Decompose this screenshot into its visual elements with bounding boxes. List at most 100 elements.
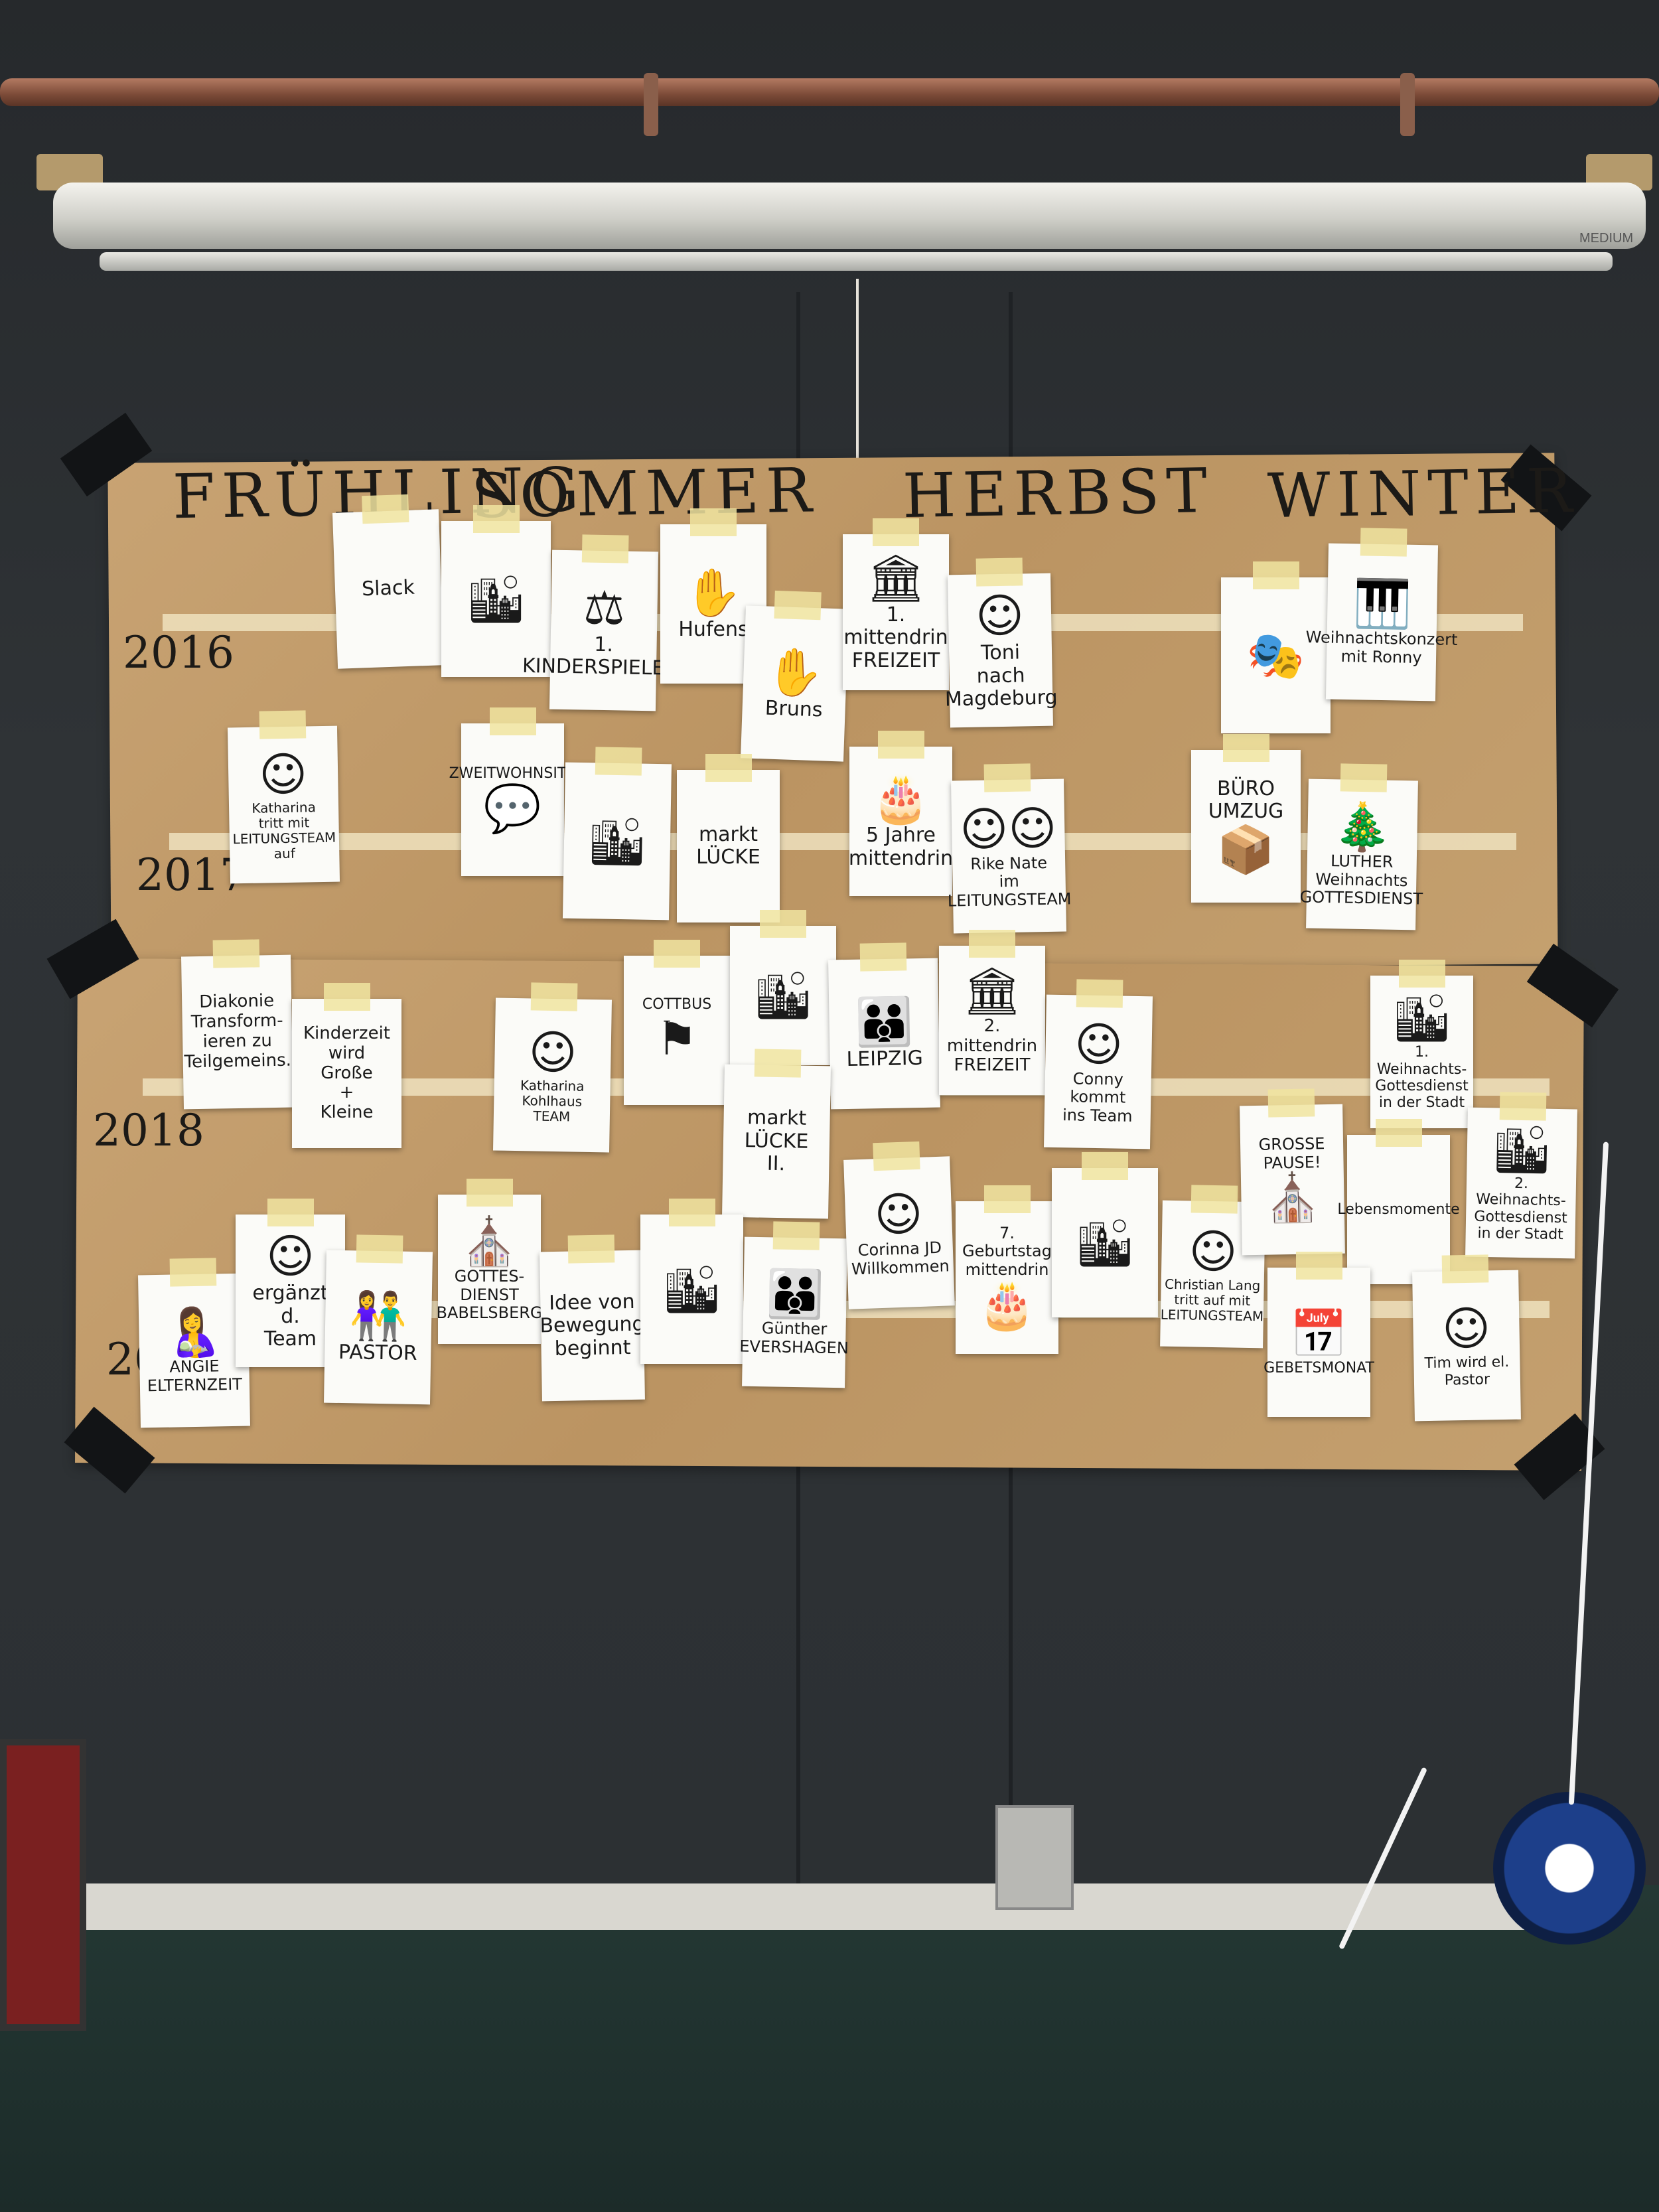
note-text: 1. Weihnachts- Gottesdienst in der Stadt <box>1375 1044 1469 1112</box>
flag-icon: ⚑ <box>656 1011 698 1067</box>
note-text: 7. Geburtstag mittendrin <box>962 1223 1052 1279</box>
baseboard <box>73 1883 1599 1930</box>
note-text: Hufens <box>678 617 749 641</box>
note-babelsberg: ⛪GOTTES- DIENST BABELSBERG <box>436 1179 543 1344</box>
calendar-icon: 📅 <box>1289 1306 1348 1361</box>
floor <box>0 1885 1659 2212</box>
note-text: Slack <box>361 575 415 601</box>
note-summer-city: 🏙 <box>441 505 551 677</box>
pipe-clamp <box>644 73 658 136</box>
building-icon: 🏛 <box>962 963 1022 1018</box>
note-angie: 🤱ANGIE ELTERNZEIT <box>138 1258 250 1428</box>
note-text: Katharina Kohlhaus TEAM <box>520 1076 585 1124</box>
two-faces-icon: ☺☺ <box>959 800 1057 857</box>
note-text: 2. Weihnachts- Gottesdienst in der Stadt <box>1474 1175 1568 1243</box>
note-luther: 🎄LUTHER Weihnachts GOTTESDIENST <box>1299 763 1423 930</box>
note-freizeit-1: 🏛1. mittendrin FREIZEIT <box>843 518 949 690</box>
note-leipzig: 👪LEIPZIG <box>828 942 940 1110</box>
cake-icon: 🎂 <box>977 1278 1037 1333</box>
note-text: GROSSE PAUSE! <box>1258 1134 1325 1173</box>
note-city-2018: 🏙 <box>730 910 836 1065</box>
note-text: Christian Lang tritt auf mit LEITUNGSTEA… <box>1160 1276 1264 1324</box>
note-text: Diakonie Transform- ieren zu Teilgemeins… <box>184 991 292 1072</box>
speech-bubble-icon: 💬 <box>483 780 542 836</box>
city-doodle-icon: 🏙 <box>587 813 648 869</box>
note-text: ZWEITWOHNSITZ <box>449 765 577 782</box>
season-winter: WINTER <box>1267 455 1580 532</box>
copper-pipe <box>0 78 1659 106</box>
note-gebetsmonat: 📅GEBETSMONAT <box>1263 1252 1374 1417</box>
red-chair <box>0 1739 86 2031</box>
hand-icon: ✋ <box>684 565 743 620</box>
note-weihnachtskonzert: 🎹Weihnachtskonzert mit Ronny <box>1305 528 1458 701</box>
person-icon: ☺ <box>258 746 308 802</box>
city-doodle-icon: 🏙 <box>753 968 813 1023</box>
year-2016: 2016 <box>123 627 234 678</box>
note-text: markt LÜCKE II. <box>744 1106 809 1176</box>
cake-icon: 🎂 <box>871 771 930 826</box>
note-text: ergänzt d. Team <box>252 1282 328 1351</box>
note-city-summer: 🏙 <box>1052 1152 1158 1317</box>
projector-screen-case <box>53 183 1646 249</box>
note-text: Katharina tritt mit LEITUNGSTEAM auf <box>232 798 336 861</box>
note-corinna: ☺Corinna JD Willkommen <box>843 1141 955 1309</box>
city-doodle-icon: 🏙 <box>1075 1215 1135 1270</box>
note-toni: ☺Toni nach Magdeburg <box>945 557 1058 728</box>
note-slack: Slack <box>332 494 445 669</box>
note-geburtstag: 7. Geburtstag mittendrin🎂 <box>956 1185 1058 1354</box>
city-doodle-icon: 🏙 <box>467 571 526 627</box>
note-text: markt LÜCKE <box>696 822 760 869</box>
note-text: GEBETSMONAT <box>1263 1359 1374 1376</box>
note-city-2019: 🏙 <box>640 1199 743 1364</box>
note-conny: ☺Conny kommt ins Team <box>1044 979 1153 1149</box>
note-text: 5 Jahre mittendrin <box>848 824 954 870</box>
pipe-clamp <box>1400 73 1415 136</box>
projector-screen-bar <box>100 252 1613 271</box>
note-5-jahre: 🎂5 Jahre mittendrin <box>848 731 954 896</box>
note-marktlucke-2: markt LÜCKE II. <box>722 1049 831 1219</box>
note-pause: GROSSE PAUSE!⛪ <box>1240 1088 1345 1256</box>
note-rike-nate: ☺☺Rike Nate im LEITUNGSTEAM <box>948 763 1072 934</box>
note-text: PASTOR <box>338 1340 417 1365</box>
note-lebensmomente: Lebensmomente <box>1337 1119 1460 1284</box>
note-text: Idee von Bewegung beginnt <box>540 1290 645 1361</box>
man-face-icon: ☺ <box>266 1229 315 1284</box>
piano-tree-icon: 🎹 <box>1352 576 1412 632</box>
floor-socket <box>995 1805 1074 1910</box>
church-icon: ⛪ <box>460 1215 519 1270</box>
note-text: Corinna JD Willkommen <box>851 1238 950 1279</box>
note-zweitwohnsitz: ZWEITWOHNSITZ💬 <box>449 707 576 876</box>
tree-icon: 🎄 <box>1333 799 1392 855</box>
hand-icon: ✋ <box>765 644 826 701</box>
note-text: BÜRO UMZUG <box>1208 776 1284 823</box>
mother-child-icon: 🤱 <box>164 1304 224 1361</box>
woman-face-icon: ☺ <box>1188 1223 1238 1280</box>
note-text: LEIPZIG <box>846 1047 924 1072</box>
church-icon: ⛪ <box>1263 1170 1323 1226</box>
family-icon: 👪 <box>765 1266 825 1322</box>
people-icon: 👪 <box>854 994 914 1051</box>
year-2017: 2017 <box>136 849 248 901</box>
moving-icon: 📦 <box>1216 822 1275 877</box>
note-text: Kinderzeit wird Große + Kleine <box>303 1023 390 1123</box>
note-text: Günther EVERSHAGEN <box>739 1319 849 1357</box>
seesaw-icon: ⚖ <box>583 579 626 636</box>
note-text: 2. mittendrin FREIZEIT <box>946 1015 1038 1076</box>
note-evershagen: 👪Günther EVERSHAGEN <box>739 1221 849 1388</box>
note-text: Lebensmomente <box>1337 1201 1460 1218</box>
note-text: Weihnachtskonzert mit Ronny <box>1305 627 1458 667</box>
note-diakonie: Diakonie Transform- ieren zu Teilgemeins… <box>181 939 293 1110</box>
note-freizeit-2: 🏛2. mittendrin FREIZEIT <box>939 930 1045 1095</box>
note-kinderspiele: ⚖1. KINDERSPIELEW <box>522 534 684 711</box>
note-text: Bruns <box>764 696 824 722</box>
note-text: 1. mittendrin FREIZEIT <box>843 603 948 672</box>
woman-face-icon: ☺ <box>528 1024 578 1080</box>
note-weihnachts-2: 🏙2. Weihnachts- Gottesdienst in der Stad… <box>1465 1092 1577 1259</box>
note-weihnachts-1: 🏙1. Weihnachts- Gottesdienst in der Stad… <box>1370 960 1473 1128</box>
note-tim: ☺Tim wird el. Pastor <box>1412 1254 1521 1422</box>
note-buero-umzug: BÜRO UMZUG📦 <box>1191 734 1301 903</box>
note-bewegung: Idee von Bewegung beginnt <box>540 1234 645 1402</box>
note-bruns: ✋Bruns <box>741 590 849 762</box>
person-icon: ☺ <box>873 1186 924 1243</box>
note-concert-hall: 🎭 <box>1221 561 1331 733</box>
